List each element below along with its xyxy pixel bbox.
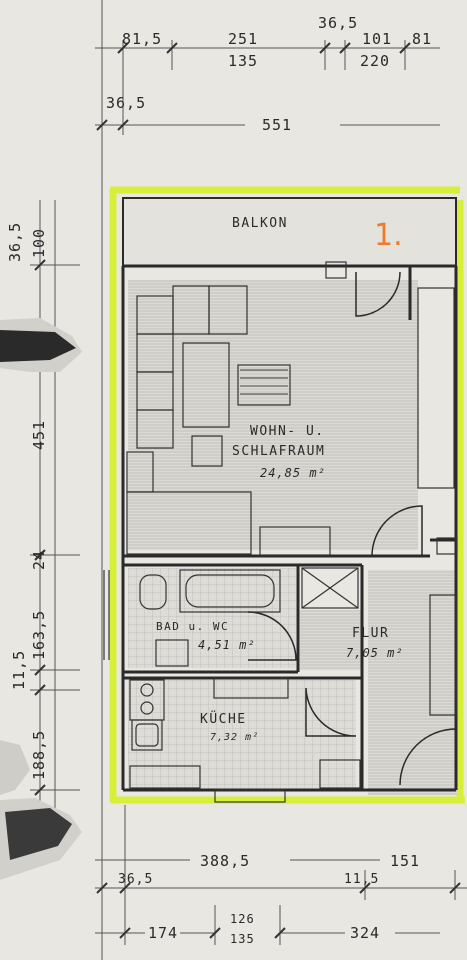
furniture — [103, 261, 458, 803]
doors — [247, 271, 457, 786]
dim-top-81-5: 81,5 — [122, 30, 163, 48]
room-label-balcony: BALKON — [232, 216, 288, 231]
dim-top-81: 81 — [412, 30, 433, 48]
hall-side-floor — [300, 610, 362, 670]
dim-bottom-36-5: 36,5 — [118, 872, 154, 887]
room-label-living-line2: SCHLAFRAUM — [232, 444, 326, 459]
dim-bottom-324: 324 — [350, 924, 381, 942]
dim-bottom-174: 174 — [148, 924, 179, 942]
dim-left-188-5: 188,5 — [30, 729, 48, 780]
dim-left-24: 24 — [30, 549, 48, 570]
dimension-lines — [30, 0, 467, 960]
dim-bottom-126: 126 — [230, 912, 255, 926]
dim-left-36-5: 36,5 — [6, 221, 24, 262]
torn-paper — [0, 318, 82, 880]
highlight-outline — [109, 186, 465, 804]
room-label-hall: FLUR — [352, 626, 390, 641]
room-area-bathroom: 4,51 m² — [198, 638, 256, 652]
dimension-ticks — [34, 42, 461, 939]
dim-bottom-11-5: 11,5 — [344, 872, 380, 887]
dim-top-135: 135 — [228, 52, 259, 70]
room-area-kitchen: 7,32 m² — [210, 732, 260, 743]
dim-top-220: 220 — [360, 52, 391, 70]
living-room-cabinet — [240, 369, 288, 395]
room-area-hall: 7,05 m² — [346, 646, 404, 660]
dim-top-left-36-5: 36,5 — [106, 94, 147, 112]
dim-left-11-5: 11,5 — [10, 649, 28, 690]
dim-top-101: 101 — [362, 30, 393, 48]
dim-left-100: 100 — [30, 227, 48, 258]
dim-bottom-151: 151 — [390, 852, 421, 870]
room-label-kitchen: KÜCHE — [200, 712, 247, 727]
dim-top-total: 551 — [262, 116, 293, 134]
dim-bottom-388-5: 388,5 — [200, 852, 251, 870]
room-area-living: 24,85 m² — [260, 466, 326, 480]
room-label-living-line1: WOHN- U. — [250, 424, 325, 439]
room-label-bathroom: BAD u. WC — [156, 620, 230, 633]
hall-floor — [368, 570, 458, 795]
balcony — [122, 197, 457, 267]
dim-left-163-5: 163,5 — [30, 609, 48, 660]
dim-left-451: 451 — [30, 419, 48, 450]
handwritten-annotation: 1. — [374, 218, 403, 253]
dim-top-36-5: 36,5 — [318, 14, 359, 32]
dim-bottom-135: 135 — [230, 932, 255, 946]
living-room-floor — [128, 280, 418, 550]
dim-top-251: 251 — [228, 30, 259, 48]
